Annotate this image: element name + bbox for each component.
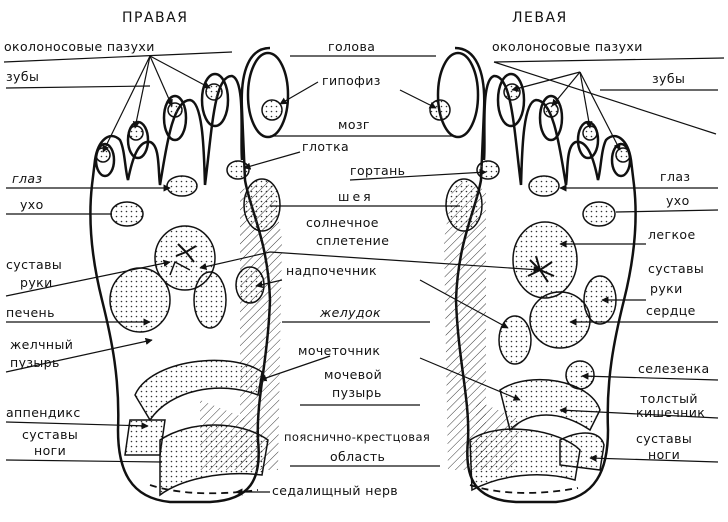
- left-foot-heading: ЛЕВАЯ: [512, 10, 568, 26]
- label-bladder-2: пузырь: [332, 386, 382, 400]
- label-right-heart: сердце: [646, 304, 696, 318]
- label-neck: шея: [338, 190, 374, 204]
- label-left-sinuses: околоносовые пазухи: [4, 40, 155, 54]
- label-left-gallbladder-1: желчный: [10, 338, 73, 352]
- label-right-colon-1: толстый: [640, 392, 698, 406]
- label-stomach: желудок: [320, 306, 381, 320]
- label-lumbosacral-2: область: [330, 450, 385, 464]
- label-head: голова: [328, 40, 375, 54]
- label-right-leg-joints-2: ноги: [648, 448, 680, 462]
- label-larynx: гортань: [350, 164, 405, 178]
- label-lumbosacral-1: пояснично-крестцовая: [284, 430, 430, 444]
- label-bladder-1: мочевой: [324, 368, 382, 382]
- label-solar-plexus-1: солнечное: [306, 216, 379, 230]
- label-left-ear: ухо: [20, 198, 44, 212]
- left-foot-zones: [430, 84, 630, 490]
- label-right-teeth: зубы: [652, 72, 685, 86]
- label-ureter: мочеточник: [298, 344, 380, 358]
- label-left-appendix: аппендикс: [6, 406, 81, 420]
- label-right-eye: глаз: [660, 170, 690, 184]
- label-right-lung: легкое: [648, 228, 696, 242]
- right-foot-zones: [96, 84, 282, 495]
- label-left-leg-joints-1: суставы: [22, 428, 78, 442]
- label-sciatic: седалищный нерв: [272, 484, 398, 498]
- label-pharynx: глотка: [302, 140, 349, 154]
- label-left-eye: глаз: [12, 172, 42, 186]
- label-adrenal: надпочечник: [286, 264, 377, 278]
- label-left-leg-joints-2: ноги: [34, 444, 66, 458]
- label-right-arm-joints-1: суставы: [648, 262, 704, 276]
- label-right-spleen: селезенка: [638, 362, 710, 376]
- label-left-gallbladder-2: пузырь: [10, 356, 60, 370]
- label-right-colon-2: кишечник: [636, 406, 705, 420]
- label-left-arm-joints-2: руки: [20, 276, 53, 290]
- label-left-liver: печень: [6, 306, 55, 320]
- label-left-teeth: зубы: [6, 70, 39, 84]
- label-left-arm-joints-1: суставы: [6, 258, 62, 272]
- right-foot-heading: ПРАВАЯ: [122, 10, 188, 26]
- label-right-ear: ухо: [666, 194, 690, 208]
- label-right-sinuses: околоносовые пазухи: [492, 40, 643, 54]
- label-brain: мозг: [338, 118, 370, 132]
- label-right-arm-joints-2: руки: [650, 282, 683, 296]
- label-pituitary: гипофиз: [322, 74, 381, 88]
- label-right-leg-joints-1: суставы: [636, 432, 692, 446]
- label-solar-plexus-2: сплетение: [316, 234, 389, 248]
